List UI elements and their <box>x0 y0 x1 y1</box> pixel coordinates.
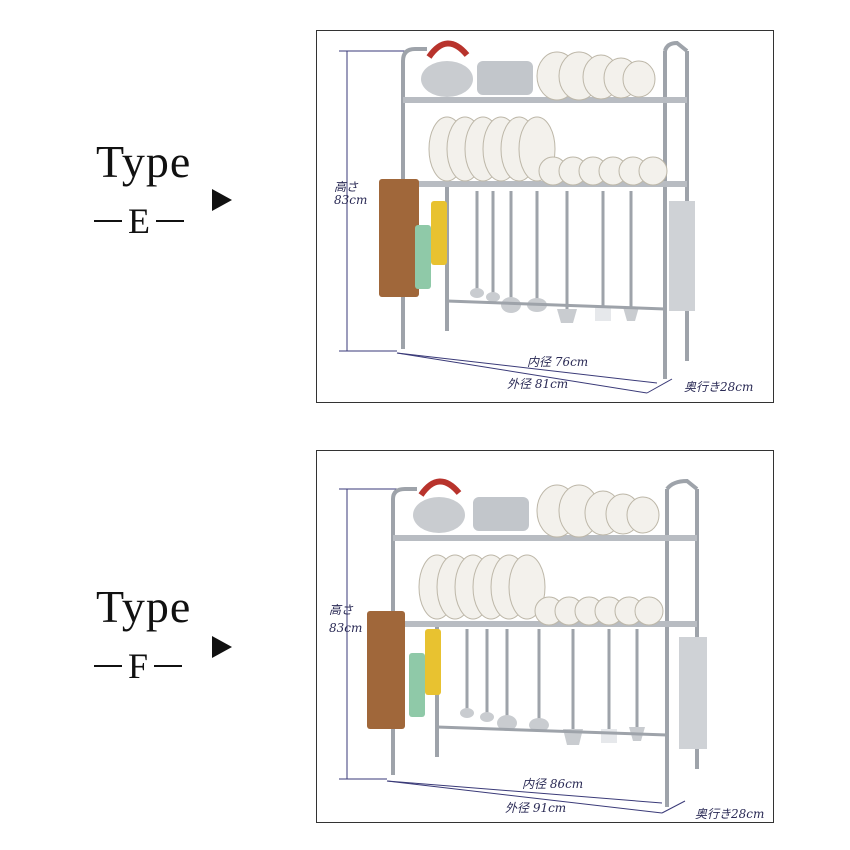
width-dimension-line <box>396 352 673 394</box>
height-value: 83cm <box>334 193 368 207</box>
dish-rack-illustration <box>339 40 695 394</box>
type-code-letter: F <box>128 646 149 686</box>
bowls-top <box>536 51 656 101</box>
detergent-bottle <box>431 201 447 265</box>
height-value: 83cm <box>329 621 363 635</box>
height-label: 高さ <box>334 180 359 194</box>
soap-bottle <box>415 225 431 289</box>
knife-holder <box>679 637 707 749</box>
type-e-label: Type E <box>88 135 248 242</box>
plates <box>428 116 556 182</box>
outer-width-label: 外径 81cm <box>507 377 569 391</box>
width-dimension-line <box>386 780 686 814</box>
dash-right <box>154 665 183 667</box>
knife-holder <box>669 201 695 311</box>
kettle-handle <box>426 40 470 59</box>
soap-bottle <box>409 653 425 717</box>
type-code-letter: E <box>128 201 150 241</box>
arrow-right-icon <box>212 189 232 211</box>
utensil-heads <box>460 708 645 745</box>
pot <box>473 497 529 531</box>
top-shelf <box>403 97 687 103</box>
cutting-board <box>379 179 419 297</box>
dish-rack-illustration <box>339 478 707 814</box>
kettle <box>421 61 473 97</box>
bowls-middle <box>534 596 664 626</box>
height-dimension-line <box>339 488 397 780</box>
bottom-bar <box>436 725 668 737</box>
type-word: Type <box>96 136 192 187</box>
cutting-board <box>367 611 405 729</box>
bottom-bar <box>446 299 666 311</box>
inner-width-label: 内径 86cm <box>522 777 584 791</box>
outer-width-label: 外径 91cm <box>505 801 567 815</box>
hanging-utensils <box>465 629 639 729</box>
product-panel-type-f: 高さ 83cm 内径 86cm 外径 91cm 奥行き28cm <box>316 450 774 823</box>
arrow-right-icon <box>212 636 232 658</box>
pot <box>477 61 533 95</box>
depth-label: 奥行き28cm <box>684 380 754 394</box>
plates <box>418 554 546 620</box>
kettle <box>413 497 465 533</box>
type-code: F <box>88 645 248 687</box>
kettle-handle <box>418 478 462 497</box>
height-label: 高さ <box>329 603 354 617</box>
type-f-label: Type F <box>88 580 248 687</box>
dash-left <box>94 665 122 667</box>
dash-left <box>94 220 122 222</box>
middle-shelf <box>403 181 687 187</box>
type-word: Type <box>96 581 192 632</box>
height-dimension-line <box>339 50 407 352</box>
dash-right <box>156 220 184 222</box>
product-panel-type-e: 高さ 83cm 内径 76cm 外径 81cm 奥行き28cm <box>316 30 774 403</box>
top-shelf <box>393 535 697 541</box>
hanging-utensils <box>475 191 633 309</box>
depth-label: 奥行き28cm <box>695 807 765 821</box>
detergent-bottle <box>425 629 441 695</box>
type-code: E <box>88 200 248 242</box>
bowls-middle <box>538 156 668 186</box>
inner-width-label: 内径 76cm <box>527 355 589 369</box>
bowls-top <box>536 484 660 538</box>
